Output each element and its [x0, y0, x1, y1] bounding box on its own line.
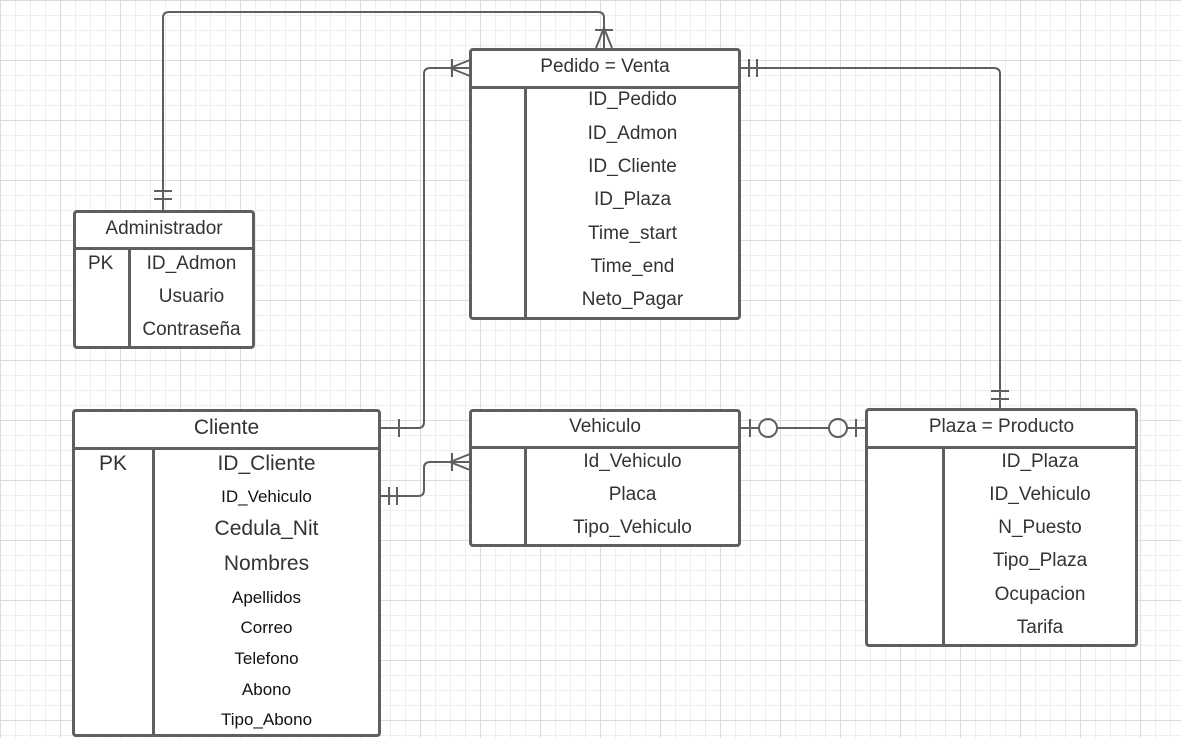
vehiculo-crowfoot-top — [449, 453, 471, 463]
cliente-pk-label: PK — [99, 452, 128, 475]
vehiculo-crowfoot-bottom — [449, 461, 471, 471]
entity-pedido[interactable]: Pedido = Venta ID_Pedido ID_Admon ID_Cli… — [469, 48, 741, 320]
pedido-field: ID_Pedido — [588, 89, 677, 110]
pedido-field: Neto_Pagar — [581, 289, 684, 310]
pedido-crowfoot-left — [595, 27, 605, 49]
entity-cliente[interactable]: Cliente PK ID_Cliente ID_Vehiculo Cedula… — [72, 409, 381, 737]
vehiculo-field: Id_Vehiculo — [583, 451, 682, 472]
entity-plaza-title: Plaza = Producto — [868, 411, 1135, 449]
plaza-field: ID_Plaza — [1001, 451, 1079, 472]
entity-cliente-title: Cliente — [75, 412, 378, 450]
pedido-crowfoot-bottom — [449, 67, 471, 77]
vehiculo-zero-circle — [758, 418, 778, 438]
cliente-field: Cedula_Nit — [214, 517, 319, 540]
administrador-field: Contraseña — [142, 319, 241, 340]
administrador-pk-label: PK — [88, 253, 114, 274]
plaza-field: Tarifa — [1016, 617, 1064, 638]
entity-administrador[interactable]: Administrador PK ID_Admon Usuario Contra… — [73, 210, 255, 349]
entity-vehiculo-divider — [524, 446, 527, 544]
cliente-field: ID_Cliente — [217, 452, 316, 475]
pedido-crowfoot-right — [603, 27, 613, 49]
entity-administrador-divider — [128, 247, 131, 346]
entity-administrador-title: Administrador — [76, 213, 252, 250]
cliente-field: ID_Vehiculo — [221, 487, 312, 506]
pedido-field: ID_Cliente — [588, 156, 677, 177]
plaza-field: Ocupacion — [994, 584, 1086, 605]
entity-pedido-title: Pedido = Venta — [472, 51, 738, 89]
entity-plaza[interactable]: Plaza = Producto ID_Plaza ID_Vehiculo N_… — [865, 408, 1138, 647]
cliente-field: Tipo_Abono — [220, 710, 313, 729]
pedido-field: Time_start — [587, 223, 678, 244]
rel-cliente-vehiculo — [380, 461, 470, 497]
cliente-field: Correo — [240, 618, 293, 637]
entity-vehiculo-title: Vehiculo — [472, 412, 738, 449]
plaza-field: N_Puesto — [998, 517, 1082, 538]
plaza-field: Tipo_Plaza — [992, 550, 1088, 571]
cliente-field: Abono — [241, 680, 292, 699]
vehiculo-field: Placa — [608, 484, 657, 505]
cliente-field: Apellidos — [232, 588, 301, 607]
pedido-field: ID_Admon — [587, 123, 678, 144]
entity-cliente-divider — [152, 447, 155, 734]
entity-plaza-divider — [942, 446, 945, 644]
rel-cliente-pedido — [380, 67, 470, 429]
pedido-field: ID_Plaza — [593, 189, 672, 210]
cliente-field: Nombres — [223, 552, 310, 575]
vehiculo-field: Tipo_Vehiculo — [573, 517, 692, 538]
cliente-field: Telefono — [234, 649, 299, 668]
rel-pedido-plaza — [740, 67, 1001, 410]
entity-vehiculo[interactable]: Vehiculo Id_Vehiculo Placa Tipo_Vehiculo — [469, 409, 741, 547]
pedido-field: Time_end — [590, 256, 675, 277]
rel-admin-pedido — [162, 11, 605, 210]
pedido-crowfoot-top — [449, 59, 471, 69]
administrador-field: Usuario — [158, 286, 225, 307]
entity-pedido-divider — [524, 86, 527, 317]
plaza-zero-circle — [828, 418, 848, 438]
plaza-field: ID_Vehiculo — [989, 484, 1091, 505]
administrador-field: ID_Admon — [146, 253, 237, 274]
